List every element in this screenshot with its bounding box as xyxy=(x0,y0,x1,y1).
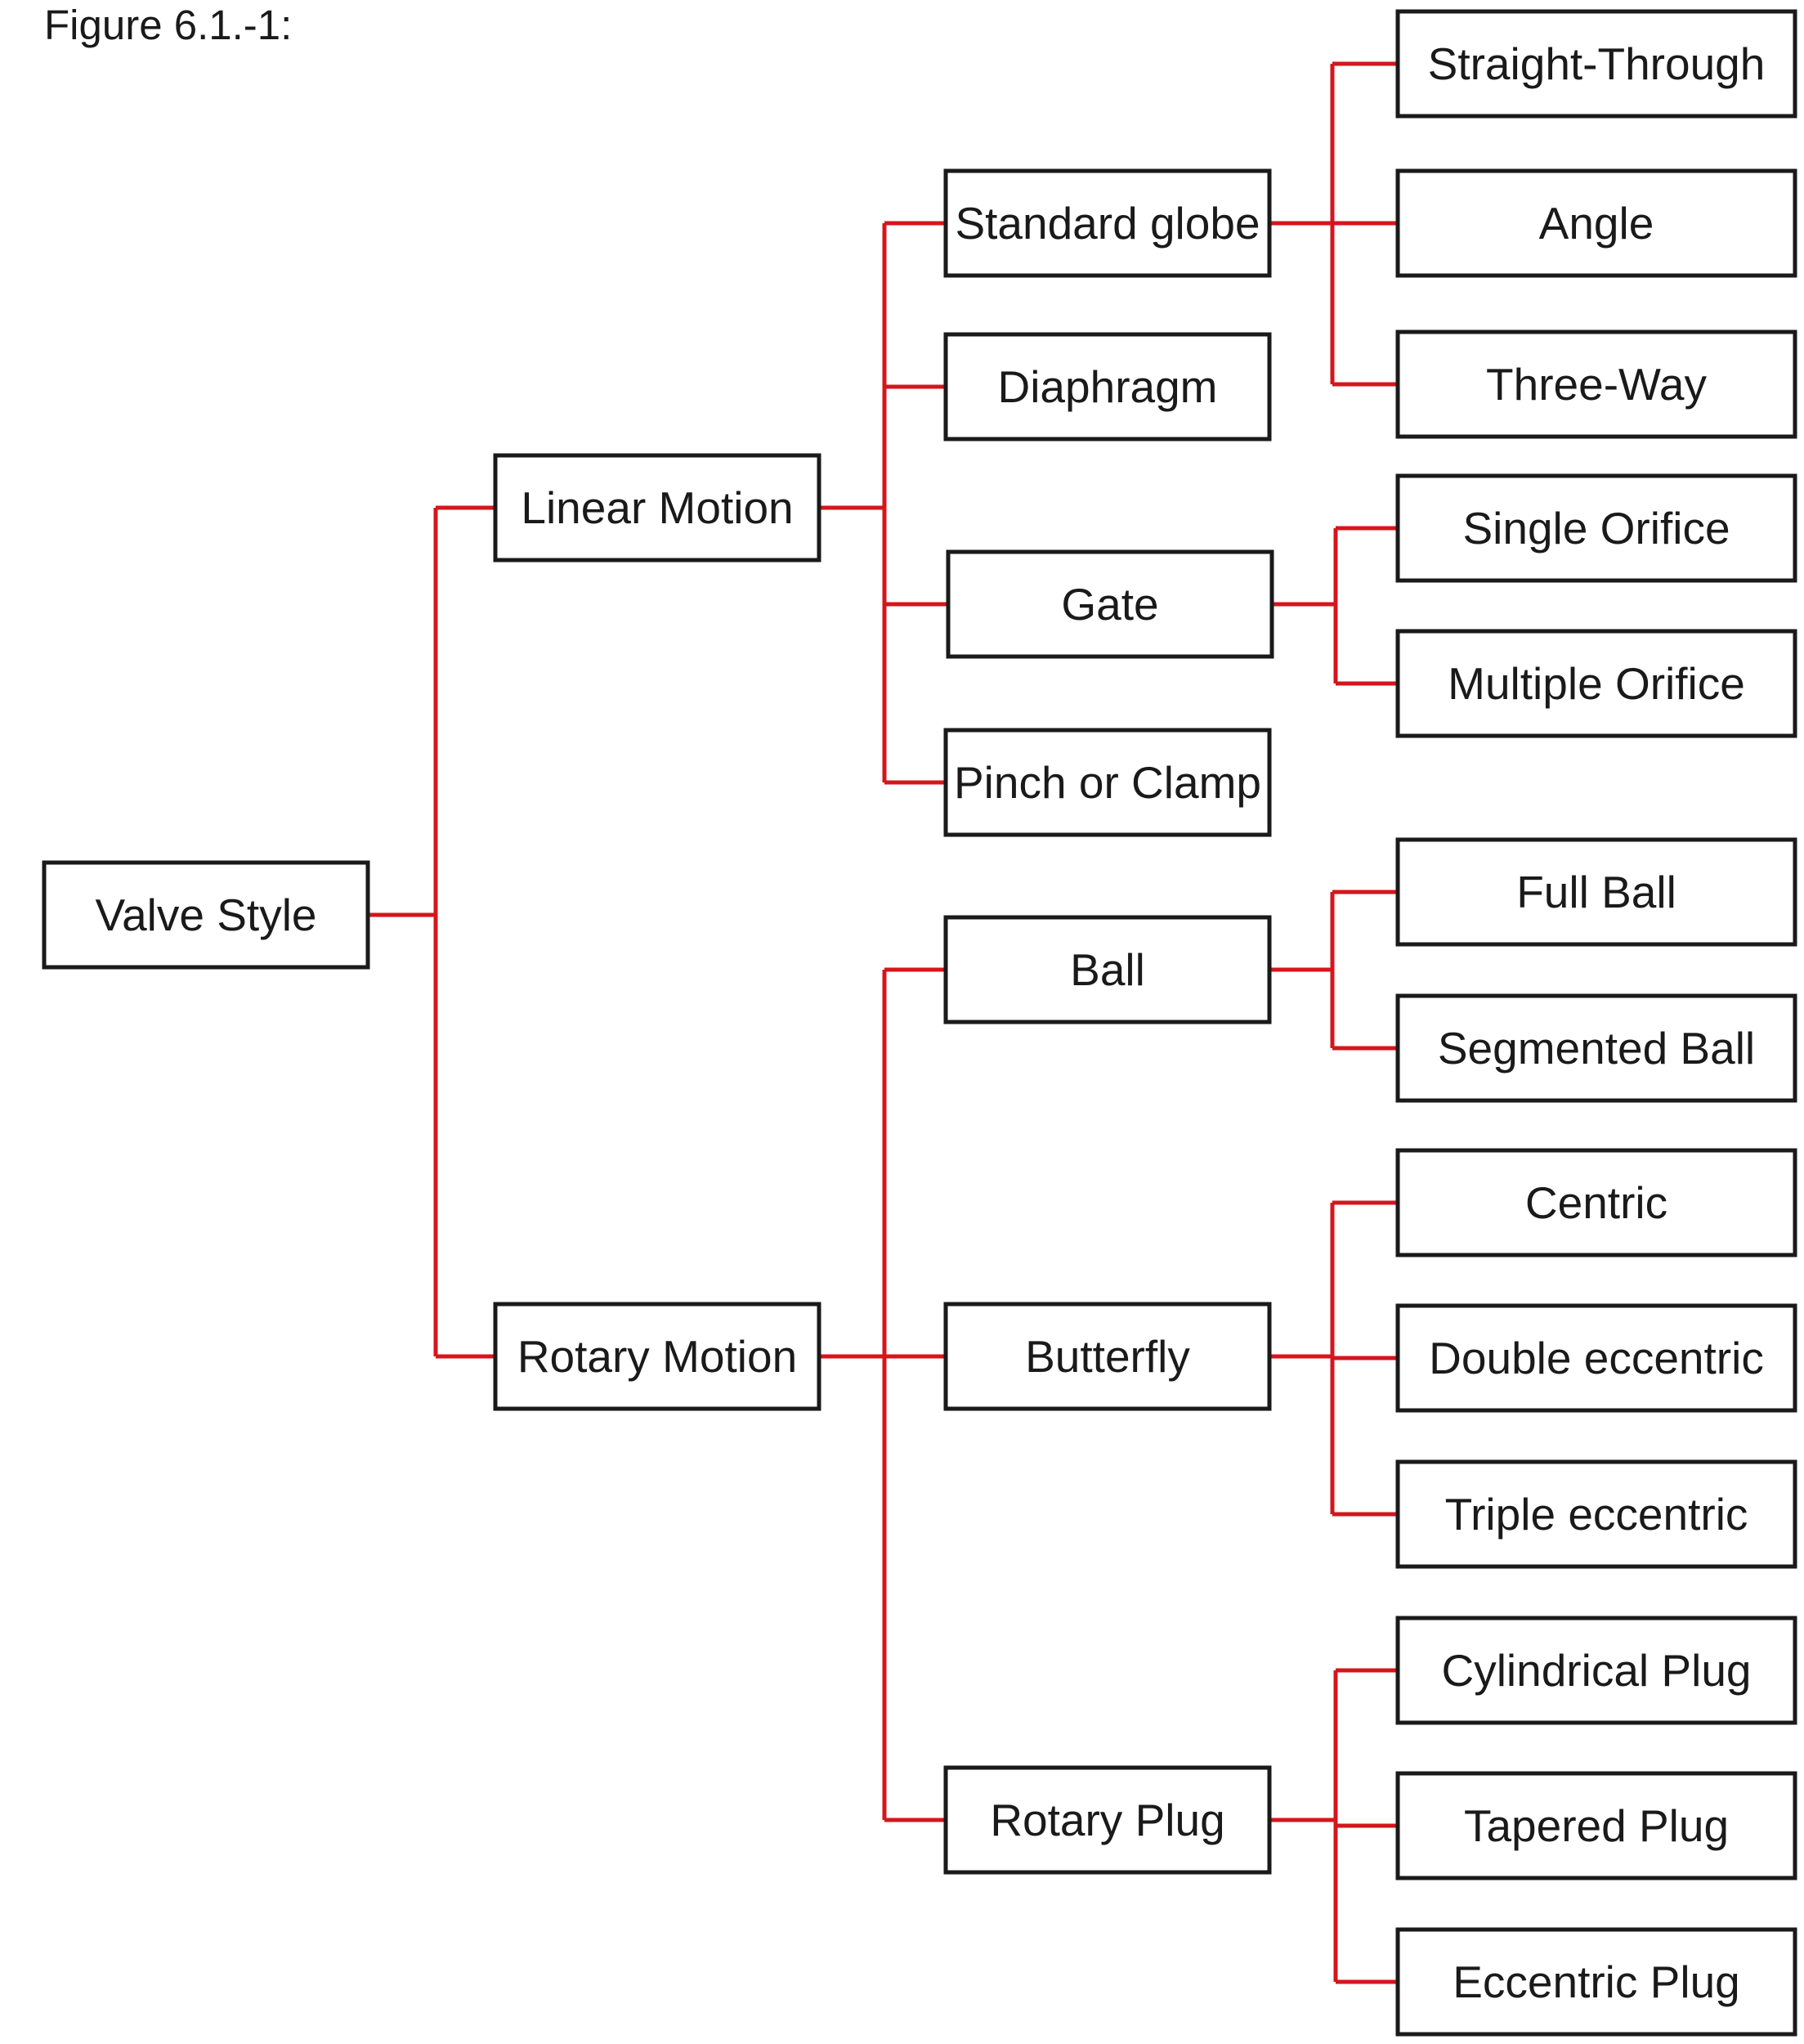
node-straight-through-label: Straight-Through xyxy=(1428,38,1766,89)
node-valve-style-box xyxy=(42,860,370,970)
node-straight-through: Straight-Through xyxy=(1395,9,1797,119)
node-tapered-plug-box xyxy=(1395,1771,1797,1880)
node-ball: Ball xyxy=(943,915,1272,1024)
node-single-orifice-box xyxy=(1395,473,1797,583)
node-eccentric-plug-box xyxy=(1395,1927,1797,2037)
node-angle: Angle xyxy=(1395,168,1797,278)
node-rotary-motion-box xyxy=(493,1302,821,1411)
node-single-orifice: Single Orifice xyxy=(1395,473,1797,583)
node-three-way-label: Three-Way xyxy=(1486,359,1707,410)
node-three-way: Three-Way xyxy=(1395,329,1797,439)
node-butterfly-box xyxy=(943,1302,1272,1411)
node-diaphragm-label: Diaphragm xyxy=(997,361,1217,412)
node-cylindrical-plug-label: Cylindrical Plug xyxy=(1441,1645,1751,1696)
node-full-ball-label: Full Ball xyxy=(1516,867,1676,917)
node-cylindrical-plug-box xyxy=(1395,1616,1797,1725)
node-double-eccentric-label: Double eccentric xyxy=(1429,1333,1764,1383)
node-straight-through-box xyxy=(1395,9,1797,119)
node-segmented-ball-label: Segmented Ball xyxy=(1438,1023,1755,1074)
node-valve-style: Valve Style xyxy=(42,860,370,970)
node-gate: Gate xyxy=(946,549,1274,659)
node-segmented-ball-box xyxy=(1395,993,1797,1103)
node-centric-label: Centric xyxy=(1525,1177,1667,1228)
node-butterfly-label: Butterfly xyxy=(1025,1331,1190,1382)
node-triple-eccentric-label: Triple eccentric xyxy=(1445,1489,1748,1540)
node-full-ball-box xyxy=(1395,837,1797,947)
node-diaphragm-box xyxy=(943,332,1272,442)
node-valve-style-label: Valve Style xyxy=(95,890,316,940)
node-pinch-or-clamp-label: Pinch or Clamp xyxy=(954,757,1261,808)
node-three-way-box xyxy=(1395,329,1797,439)
node-rotary-plug: Rotary Plug xyxy=(943,1765,1272,1875)
node-standard-globe: Standard globe xyxy=(943,168,1272,278)
node-angle-label: Angle xyxy=(1539,198,1654,249)
node-centric-box xyxy=(1395,1148,1797,1257)
node-rotary-plug-label: Rotary Plug xyxy=(990,1795,1224,1845)
node-double-eccentric-box xyxy=(1395,1303,1797,1413)
node-eccentric-plug: Eccentric Plug xyxy=(1395,1927,1797,2037)
node-pinch-or-clamp: Pinch or Clamp xyxy=(943,728,1272,837)
node-angle-box xyxy=(1395,168,1797,278)
node-tapered-plug-label: Tapered Plug xyxy=(1464,1800,1729,1851)
node-butterfly: Butterfly xyxy=(943,1302,1272,1411)
node-gate-box xyxy=(946,549,1274,659)
node-linear-motion-box xyxy=(493,453,821,563)
node-double-eccentric: Double eccentric xyxy=(1395,1303,1797,1413)
node-linear-motion: Linear Motion xyxy=(493,453,821,563)
node-centric: Centric xyxy=(1395,1148,1797,1257)
node-rotary-motion-label: Rotary Motion xyxy=(517,1331,797,1382)
node-linear-motion-label: Linear Motion xyxy=(521,482,793,533)
node-tapered-plug: Tapered Plug xyxy=(1395,1771,1797,1880)
node-triple-eccentric: Triple eccentric xyxy=(1395,1459,1797,1569)
node-gate-label: Gate xyxy=(1061,579,1158,630)
node-ball-box xyxy=(943,915,1272,1024)
node-cylindrical-plug: Cylindrical Plug xyxy=(1395,1616,1797,1725)
node-standard-globe-label: Standard globe xyxy=(955,198,1260,249)
node-multiple-orifice: Multiple Orifice xyxy=(1395,629,1797,738)
node-segmented-ball: Segmented Ball xyxy=(1395,993,1797,1103)
node-single-orifice-label: Single Orifice xyxy=(1462,503,1730,554)
figure-caption: Figure 6.1.-1: xyxy=(44,2,293,48)
node-standard-globe-box xyxy=(943,168,1272,278)
node-multiple-orifice-label: Multiple Orifice xyxy=(1448,658,1745,709)
node-rotary-motion: Rotary Motion xyxy=(493,1302,821,1411)
node-eccentric-plug-label: Eccentric Plug xyxy=(1453,1957,1740,2007)
node-triple-eccentric-box xyxy=(1395,1459,1797,1569)
node-full-ball: Full Ball xyxy=(1395,837,1797,947)
connector-lines xyxy=(368,61,1398,1984)
node-pinch-or-clamp-box xyxy=(943,728,1272,837)
node-multiple-orifice-box xyxy=(1395,629,1797,738)
node-rotary-plug-box xyxy=(943,1765,1272,1875)
node-ball-label: Ball xyxy=(1070,944,1145,995)
node-diaphragm: Diaphragm xyxy=(943,332,1272,442)
